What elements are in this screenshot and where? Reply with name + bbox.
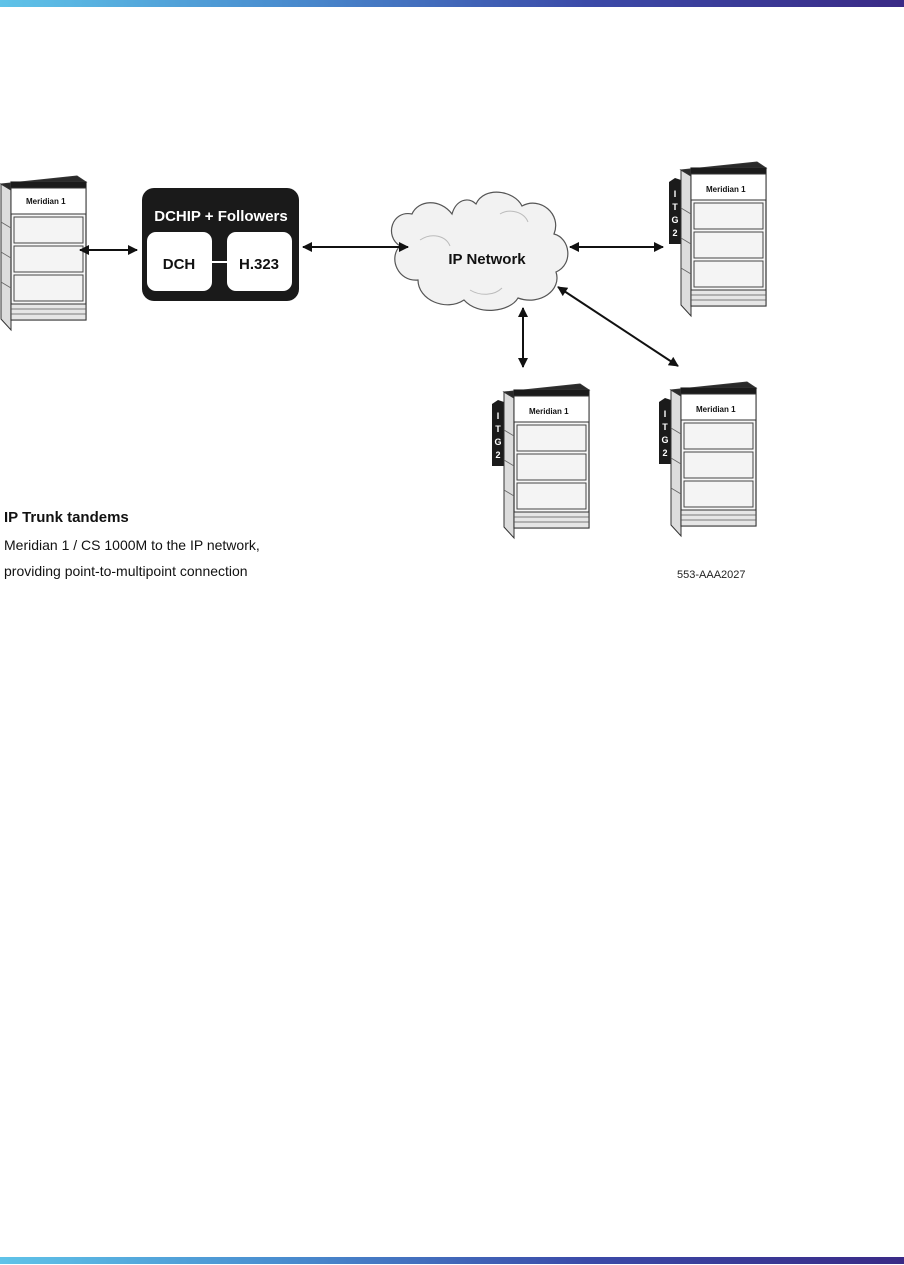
itg-letter: 2 xyxy=(672,228,677,238)
caption-line-2: providing point-to-multipoint connection xyxy=(4,563,248,579)
itg-letter: I xyxy=(664,409,667,419)
ip-network-cloud: IP Network xyxy=(390,191,569,311)
cabinet-left: Meridian 1 xyxy=(0,175,87,331)
itg-letter: T xyxy=(672,202,678,212)
itg-letter: 2 xyxy=(495,450,500,460)
bottom-decorative-bar xyxy=(0,1257,904,1264)
arrow-network-to-bottom-right xyxy=(557,286,679,367)
dch-block xyxy=(147,232,212,291)
caption-line-1: Meridian 1 / CS 1000M to the IP network, xyxy=(4,537,260,553)
cabinet-top-right: Meridian 1 I T G 2 xyxy=(669,161,767,317)
itg-letter: 2 xyxy=(662,448,667,458)
network-diagram: Meridian 1 Meridian 1 I T G 2 Meridian 1… xyxy=(0,161,767,539)
cabinet-bottom-right: Meridian 1 I T G 2 xyxy=(659,381,757,537)
cabinet-left-label: Meridian 1 xyxy=(26,197,66,206)
itg-letter: T xyxy=(662,422,668,432)
h323-label: H.323 xyxy=(239,256,279,273)
cabinet-bottom-middle-label: Meridian 1 xyxy=(529,407,569,416)
top-decorative-bar xyxy=(0,0,904,7)
itg-letter: G xyxy=(671,215,678,225)
cabinet-top-right-label: Meridian 1 xyxy=(706,185,746,194)
itg-tag-bottom-middle xyxy=(492,400,504,466)
itg-letter: I xyxy=(674,189,677,199)
itg-letter: T xyxy=(495,424,501,434)
itg-letter: I xyxy=(497,411,500,421)
figure-id: 553-AAA2027 xyxy=(677,569,746,581)
cabinet-bottom-right-label: Meridian 1 xyxy=(696,405,736,414)
itg-letter: G xyxy=(494,437,501,447)
dchip-box: DCHIP + Followers DCH H.323 xyxy=(142,188,299,301)
caption-title: IP Trunk tandems xyxy=(4,509,129,526)
ip-network-label: IP Network xyxy=(448,251,526,268)
dchip-box-title: DCHIP + Followers xyxy=(154,208,288,225)
cabinet-bottom-middle: Meridian 1 I T G 2 xyxy=(492,383,590,539)
itg-tag-bottom-right xyxy=(659,398,671,464)
itg-letter: G xyxy=(661,435,668,445)
h323-block xyxy=(227,232,292,291)
itg-tag-top-right xyxy=(669,178,681,244)
dch-label: DCH xyxy=(163,256,196,273)
